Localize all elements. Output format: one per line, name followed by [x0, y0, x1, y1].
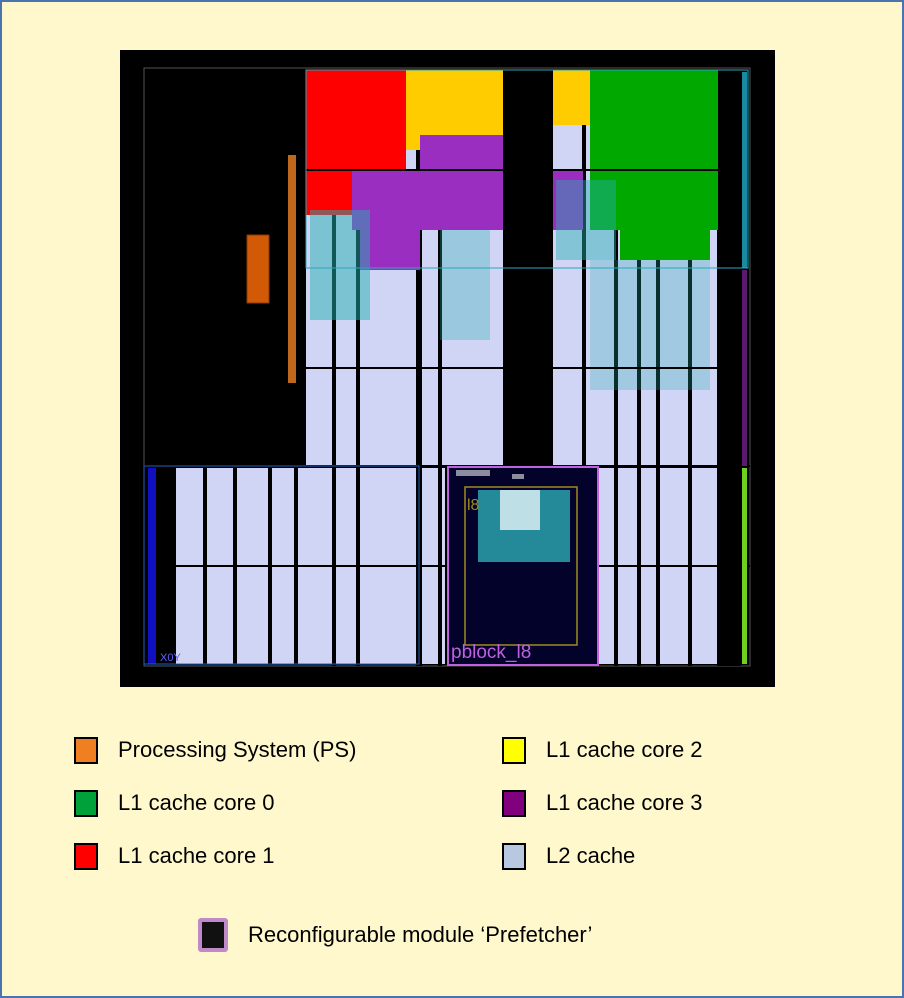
- legend-item-l2-cache: L2 cache: [502, 840, 635, 872]
- legend-item-l1-core0: L1 cache core 0: [74, 787, 275, 819]
- legend-swatch-l1-core0: [74, 789, 98, 817]
- legend-item-l1-core1: L1 cache core 1: [74, 840, 275, 872]
- corner-coordinate-label: X0Y: [160, 652, 181, 664]
- right-column-green: [742, 468, 747, 664]
- cache-pblock-outline: [305, 69, 749, 269]
- l1-core3-region: [352, 135, 583, 270]
- prefetcher-highlights: [456, 470, 524, 479]
- legend-label-l1-core0: L1 cache core 0: [118, 790, 275, 815]
- legend-swatch-ps: [74, 736, 98, 764]
- legend-swatch-l2-cache: [502, 842, 526, 870]
- right-column-teal: [742, 72, 747, 268]
- pblock-inner-label: l8: [467, 497, 480, 514]
- legend-label-reconfigurable: Reconfigurable module ‘Prefetcher’: [248, 922, 593, 947]
- floorplan-svg: pblock_l8 l8 X0Y: [143, 67, 751, 667]
- legend-swatch-l1-core3: [502, 789, 526, 817]
- legend-label-l2-cache: L2 cache: [546, 843, 636, 868]
- pblock-label: pblock_l8: [451, 642, 531, 663]
- legend-item-reconfigurable: Reconfigurable module ‘Prefetcher’: [198, 917, 592, 953]
- legend-label-l1-core3: L1 cache core 3: [546, 790, 703, 815]
- legend-label-l1-core2: L1 cache core 2: [546, 737, 703, 762]
- fpga-floorplan: pblock_l8 l8 X0Y: [120, 50, 775, 687]
- ps-io-column: [288, 155, 296, 383]
- pblock-inner-outline: [464, 486, 578, 646]
- legend-item-l1-core3: L1 cache core 3: [502, 787, 703, 819]
- left-io-column: [148, 468, 156, 664]
- prefetcher-logic: [478, 490, 570, 562]
- legend-label-l1-core1: L1 cache core 1: [118, 843, 275, 868]
- l1-core0-region: [590, 70, 718, 260]
- processing-system-block: [246, 234, 270, 304]
- legend-swatch-l1-core1: [74, 842, 98, 870]
- legend-swatch-reconfigurable: [198, 918, 228, 952]
- legend-swatch-l1-core2: [502, 736, 526, 764]
- lower-left-outline: [143, 465, 420, 665]
- legend-item-ps: Processing System (PS): [74, 734, 356, 766]
- legend-item-l1-core2: L1 cache core 2: [502, 734, 703, 766]
- right-column-purple: [742, 270, 747, 466]
- legend-label-ps: Processing System (PS): [118, 737, 357, 762]
